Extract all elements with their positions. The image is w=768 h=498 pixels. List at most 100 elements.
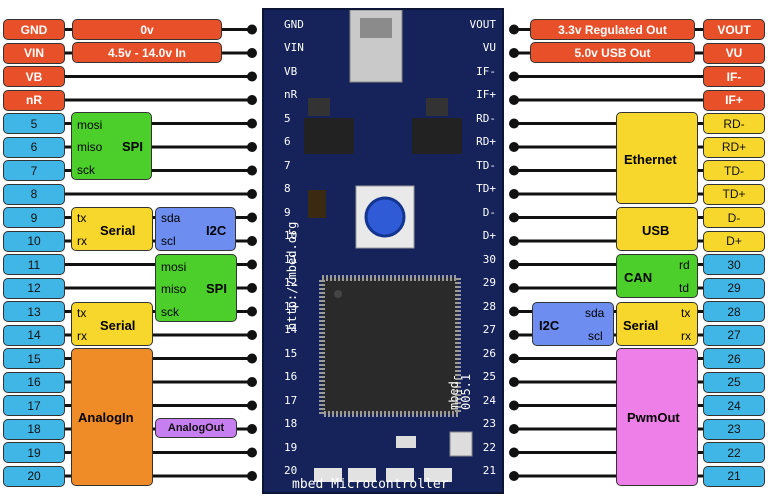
left-pin-dot-17 [247,424,257,434]
regulator-left [304,118,354,154]
right-pin-rd+: RD+ [703,136,765,158]
spi1-name: SPI [122,139,143,154]
right-pin-dot-10 [509,259,519,270]
board-left-pin-label: 7 [284,158,291,172]
left-pin-11: 11 [3,254,65,275]
right-pin-dot-3 [509,95,519,105]
board-left-pin-label: 11 [284,252,298,266]
pwmout-group: PwmOut [616,348,698,486]
left-pin-dot-2 [247,71,257,82]
board-url-text: http://mbed.org [285,221,299,330]
right-pin-td+: TD+ [703,183,765,205]
left-pin-19: 19 [3,442,65,463]
right-pin-dot-14 [509,353,519,364]
pwmout-name: PwmOut [627,410,680,425]
board-left-pin-label: 16 [284,370,298,383]
left-pin-dot-16 [247,400,257,411]
right-pin-vout: VOUT [703,19,765,40]
regulator-right [412,118,462,154]
serial2-rx: rx [77,329,87,343]
board-bottom-text: mbed Microcontroller [292,477,449,492]
board-left-pin-label: 15 [284,346,298,360]
i2c2-group: I2C sda scl [532,302,614,346]
board-right-pin-label: 22 [482,440,496,454]
left-pin-dot-12 [247,306,257,317]
right-pin-d+: D+ [703,230,765,252]
gnd-description: 0v [72,19,222,40]
left-pin-14: 14 [3,324,65,346]
right-pin-dot-2 [509,71,519,82]
right-pin-dot-5 [509,142,519,152]
left-pin-5: 5 [3,113,65,134]
left-pin-dot-19 [247,471,257,481]
spi2-group: mosi miso sck SPI [155,254,237,322]
serial3-name: Serial [623,318,659,333]
i2c1-scl: scl [161,234,176,248]
right-pin-dot-8 [509,212,519,223]
right-pin-dot-7 [509,189,519,199]
i2c1-sda: sda [161,211,181,225]
left-pin-13: 13 [3,301,65,322]
board-right-pin-label: VOUT [469,17,497,31]
right-pin-td-: TD- [703,160,765,181]
left-pin-dot-10 [247,259,257,270]
usb-group: USB [616,207,698,251]
right-pin-21: 21 [703,465,765,487]
left-pin-vin: VIN [3,42,65,64]
left-pin-6: 6 [3,136,65,158]
left-pin-dot-13 [247,330,257,340]
left-pin-vb: VB [3,66,65,87]
right-pin-27: 27 [703,324,765,346]
left-pin-dot-1 [247,48,257,58]
board-right-pin-label: 26 [482,346,496,360]
right-pin-dot-9 [509,236,519,246]
spi1-group: mosi miso sck SPI [71,112,152,180]
left-pin-dot-11 [247,283,257,293]
usb-name: USB [642,223,670,238]
board-right-pin-label: 28 [482,299,496,313]
board-left-pin-label: 12 [284,276,298,289]
left-pin-8: 8 [3,183,65,205]
right-pin-26: 26 [703,348,765,369]
ethernet-group: Ethernet [616,112,698,204]
board-left-pin-label: VIN [284,41,304,54]
right-pin-dot-0 [509,24,519,35]
right-pin-24: 24 [703,395,765,416]
right-pin-23: 23 [703,418,765,440]
serial1-group: tx rx Serial [71,207,153,251]
left-pin-dot-8 [247,212,257,223]
right-pin-dot-12 [509,306,519,317]
left-pin-dot-5 [247,142,257,152]
serial2-group: tx rx Serial [71,302,153,346]
serial3-rx: rx [681,329,691,343]
left-pin-20: 20 [3,465,65,487]
left-pin-dot-0 [247,24,257,35]
spi1-mosi: mosi [77,118,103,132]
board-right-pin-label: IF- [476,64,496,78]
i2c2-name: I2C [539,318,560,333]
right-pin-28: 28 [703,301,765,322]
serial1-name: Serial [100,223,136,238]
left-pin-9: 9 [3,207,65,228]
board-graphic [304,10,473,482]
right-pin-dot-13 [509,330,519,340]
board-right-pin-label: TD- [476,158,496,172]
vout-description: 3.3v Regulated Out [530,19,695,40]
left-pin-dot-9 [247,236,257,246]
left-pin-dot-4 [247,118,257,129]
serial3-group: Serial tx rx [616,302,698,346]
left-pin-10: 10 [3,230,65,252]
board-left-pin-label: GND [284,17,304,31]
spi2-miso: miso [161,282,187,296]
right-pin-vu: VU [703,42,765,64]
i2c2-scl: scl [588,329,603,343]
left-pin-dot-3 [247,95,257,105]
board-left-pin-label: 8 [284,182,291,195]
analogin-name: AnalogIn [78,410,134,425]
board-right-pin-label: IF+ [476,88,496,101]
board-right-pin-label: 25 [482,370,496,383]
board-left-pin-label: 10 [284,229,298,242]
board-right-pin-label: 27 [482,323,496,336]
right-pin-dot-18 [509,447,519,458]
analogin-group: AnalogIn [71,348,153,486]
